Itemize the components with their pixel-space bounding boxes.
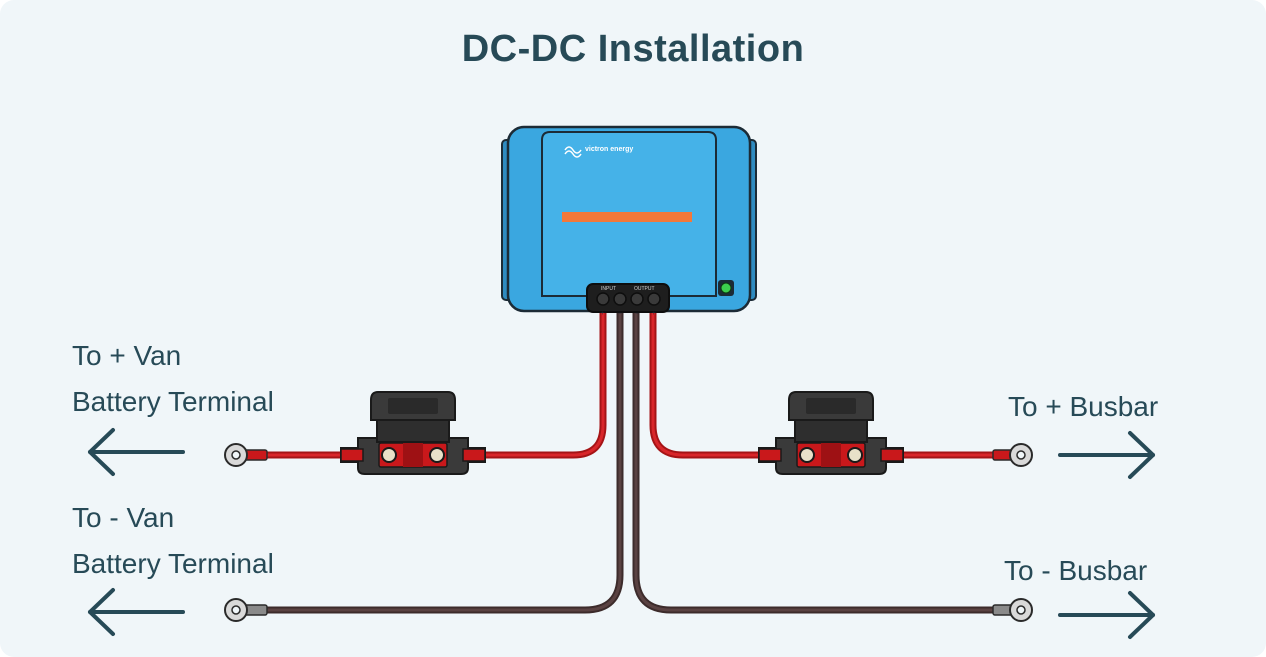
brand-text: victron energy [585, 146, 633, 153]
positive-cables [258, 296, 1004, 459]
label-negative-van-line2: Battery Terminal [72, 548, 274, 579]
terminal-screw [613, 292, 627, 306]
positive-cable-busbar [649, 296, 774, 459]
label-negative-van: To - Van Battery Terminal [72, 495, 274, 587]
terminal-screw [647, 292, 661, 306]
arrow-left-icon [88, 428, 185, 476]
diagram-title: DC-DC Installation [461, 28, 805, 70]
ring-terminal-positive-van [224, 443, 268, 467]
orange-stripe [562, 212, 692, 222]
status-led-icon [720, 282, 732, 294]
fuse-holder-positive-busbar [758, 391, 904, 475]
victron-logo-icon [564, 146, 582, 158]
terminal-mark: + [601, 311, 605, 317]
arrow-right-icon [1058, 591, 1155, 639]
ring-terminal-negative-van [224, 598, 268, 622]
dc-dc-converter: victron energy INPUT OUTPUT + − − + [501, 125, 757, 317]
input-label: INPUT [601, 286, 616, 292]
terminal-mark: + [652, 311, 656, 317]
arrow-right-icon [1058, 431, 1155, 479]
label-negative-van-line1: To - Van [72, 502, 175, 533]
positive-cable-van [476, 296, 607, 459]
label-positive-van: To + Van Battery Terminal [72, 333, 274, 425]
output-label: OUTPUT [634, 286, 655, 292]
label-positive-van-line2: Battery Terminal [72, 386, 274, 417]
label-positive-busbar: To + Busbar [1008, 391, 1159, 422]
terminal-mark: − [635, 311, 639, 317]
terminal-block [586, 283, 670, 313]
terminal-screw [596, 292, 610, 306]
arrow-left-icon [88, 588, 185, 636]
label-negative-busbar: To - Busbar [1004, 555, 1148, 586]
negative-cables [244, 296, 1004, 614]
label-positive-van-line1: To + Van [72, 340, 182, 371]
fuse-holder-positive-van [340, 391, 486, 475]
terminal-mark: − [618, 311, 622, 317]
ring-terminal-positive-busbar [992, 443, 1033, 467]
ring-terminal-negative-busbar [992, 598, 1033, 622]
terminal-screw [630, 292, 644, 306]
